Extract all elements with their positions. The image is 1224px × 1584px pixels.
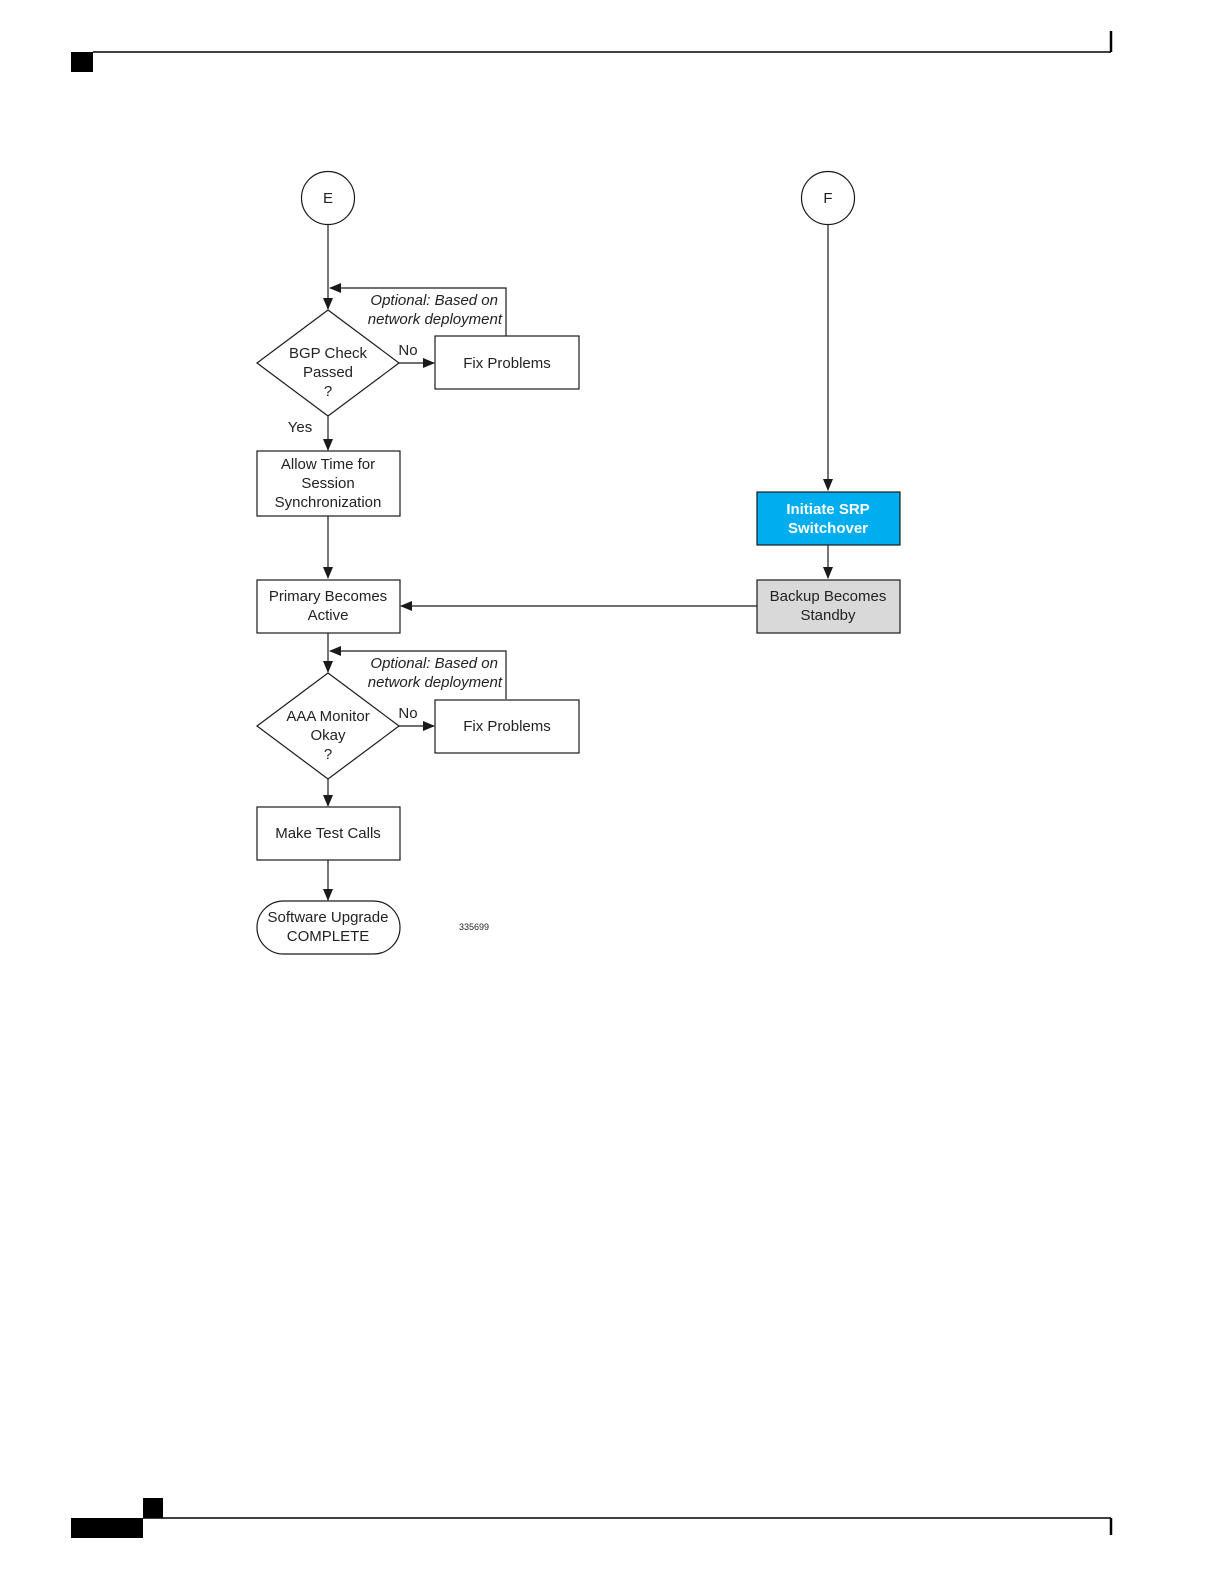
bgp-check-line2: Passed [303, 364, 353, 381]
upgrade-complete-line2: COMPLETE [287, 928, 370, 945]
initiate-srp-box: Initiate SRP Switchover [756, 491, 901, 546]
aaa-monitor-diamond [255, 672, 401, 780]
connector-f-label: F [823, 190, 832, 207]
bgp-note-line1: Optional: Based on [370, 292, 498, 309]
allow-time-line3: Synchronization [275, 494, 382, 511]
primary-active-line2: Active [308, 607, 349, 624]
backup-standby-line2: Standby [800, 607, 856, 624]
aaa-note-line2: network deployment [368, 674, 503, 691]
backup-standby-rect [756, 579, 901, 634]
backup-standby-box: Backup Becomes Standby [756, 579, 901, 634]
footer-small-block [143, 1498, 163, 1518]
aaa-monitor-line1: AAA Monitor [286, 708, 369, 725]
primary-active-box: Primary Becomes Active [256, 579, 401, 634]
upgrade-complete-rect [256, 900, 401, 955]
initiate-srp-rect [756, 491, 901, 546]
fix-problems-2-rect [434, 699, 580, 754]
primary-active-rect [256, 579, 401, 634]
make-test-calls-box: Make Test Calls [256, 806, 401, 861]
page-footer [71, 1498, 1113, 1538]
make-test-calls-label: Make Test Calls [275, 825, 381, 842]
bgp-no-label: No [398, 342, 417, 359]
bgp-check-line3: ? [324, 383, 332, 400]
fix-problems-1-rect [434, 335, 580, 390]
primary-active-line1: Primary Becomes [269, 588, 387, 605]
fix-problems-2-label: Fix Problems [463, 718, 551, 735]
fix-problems-box-1: Fix Problems [434, 335, 580, 390]
bgp-check-decision: BGP Check Passed ? No Yes [255, 309, 418, 436]
flow-connectors [323, 224, 833, 901]
allow-time-line1: Allow Time for [281, 456, 375, 473]
aaa-note-line1: Optional: Based on [370, 655, 498, 672]
connector-e-label: E [323, 190, 333, 207]
upgrade-complete-terminator: Software Upgrade COMPLETE [256, 900, 401, 955]
allow-time-box: Allow Time for Session Synchronization [256, 450, 401, 517]
aaa-monitor-line2: Okay [310, 727, 346, 744]
bgp-check-line1: BGP Check [289, 345, 368, 362]
connector-f-circle [800, 170, 856, 226]
bgp-optional-note: Optional: Based on network deployment [368, 292, 503, 328]
aaa-optional-note: Optional: Based on network deployment [368, 655, 503, 691]
initiate-srp-line2: Switchover [788, 520, 868, 537]
initiate-srp-line1: Initiate SRP [786, 501, 869, 518]
aaa-monitor-decision: AAA Monitor Okay ? No [255, 672, 418, 780]
aaa-monitor-line3: ? [324, 746, 332, 763]
fix-problems-1-label: Fix Problems [463, 355, 551, 372]
loop-bgp-fix-to-main [329, 283, 507, 336]
bgp-check-diamond [255, 309, 401, 417]
header-corner-block [71, 52, 93, 72]
aaa-no-label: No [398, 705, 417, 722]
fix-problems-box-2: Fix Problems [434, 699, 580, 754]
page-header [71, 31, 1113, 72]
connector-e: E [300, 170, 356, 226]
make-test-calls-rect [256, 806, 401, 861]
backup-standby-line1: Backup Becomes [770, 588, 887, 605]
figure-id: 335699 [459, 922, 489, 932]
connector-f: F [800, 170, 856, 226]
allow-time-rect [256, 450, 401, 517]
upgrade-complete-line1: Software Upgrade [268, 909, 389, 926]
footer-block [71, 1518, 143, 1538]
bgp-note-line2: network deployment [368, 311, 503, 328]
loop-aaa-fix-to-main [329, 646, 507, 699]
connector-e-circle [300, 170, 356, 226]
bgp-yes-label: Yes [288, 419, 312, 436]
allow-time-line2: Session [301, 475, 354, 492]
